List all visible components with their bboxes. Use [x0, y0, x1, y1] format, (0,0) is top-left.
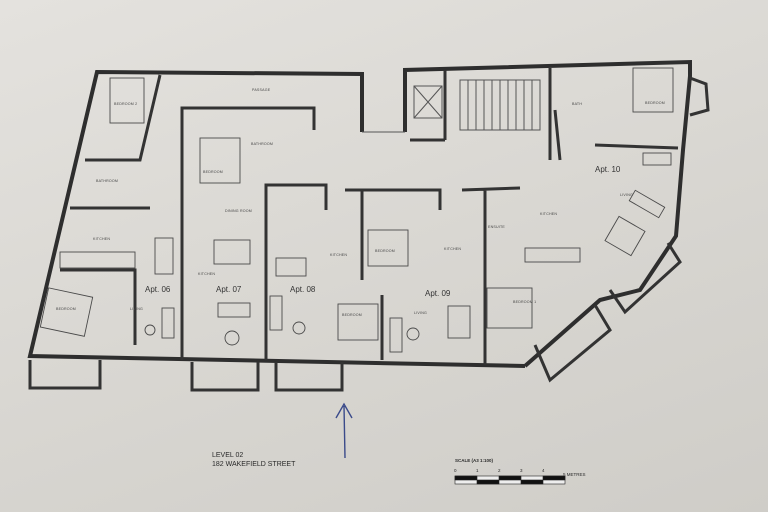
wall-apt09-10 [461, 186, 521, 365]
apartment-label-07: Apt. 07 [216, 285, 242, 294]
room-label-bathroom: BATHROOM [251, 142, 273, 146]
room-label-bedroom: BEDROOM [203, 170, 223, 174]
scale-tick-1: 1 [476, 468, 479, 473]
balcony [608, 242, 682, 315]
stairs [459, 79, 541, 131]
room-label-kitchen: KITCHEN [198, 272, 215, 276]
level-label: LEVEL 02 [212, 452, 244, 459]
room-label-bedroom-1: BEDROOM 1 [513, 300, 536, 304]
scale-tick-5: 5 METRES [563, 472, 586, 477]
room-label-ensuite: ENSUITE [488, 225, 505, 229]
room-label-kitchen: KITCHEN [444, 247, 461, 251]
room-label-bedroom: BEDROOM [645, 101, 665, 105]
exterior-wall-west [27, 69, 526, 368]
room-label-kitchen: KITCHEN [540, 212, 557, 216]
wall-apt08-09 [345, 188, 442, 210]
balcony [190, 362, 260, 392]
apartment-label-09: Apt. 09 [425, 289, 451, 298]
balcony [533, 304, 612, 383]
bay-window [689, 76, 710, 117]
wall-apt10-bedroom [553, 109, 679, 161]
balcony [274, 362, 344, 392]
room-label-bedroom-2: BEDROOM 2 [114, 102, 137, 106]
scale-tick-2: 2 [498, 468, 501, 473]
lift-cross [413, 85, 443, 119]
hand-drawn-arrow [335, 402, 353, 459]
room-label-bedroom: BEDROOM [56, 307, 76, 311]
apartment-label-08: Apt. 08 [290, 285, 316, 294]
wall-apt07 [180, 106, 316, 360]
wall-apt09 [360, 190, 384, 360]
room-label-bedroom: BEDROOM [342, 313, 362, 317]
room-label-living: LIVING [414, 311, 427, 315]
room-label-bathroom: BATHROOM [96, 179, 118, 183]
apartment-label-10: Apt. 10 [595, 165, 621, 174]
apartment-label-06: Apt. 06 [145, 285, 171, 294]
address-label: 182 WAKEFIELD STREET [212, 461, 296, 468]
scale-label: SCALE (A3 1:100) [455, 458, 494, 463]
room-label-bedroom: BEDROOM [375, 249, 395, 253]
room-label-dining-room: DINING ROOM [225, 209, 252, 213]
room-label-living: LIVING [130, 307, 143, 311]
wall-apt08 [264, 183, 328, 360]
room-label-living: LIVING [620, 193, 633, 197]
scale-tick-0: 0 [454, 468, 457, 473]
furniture [39, 67, 674, 353]
room-label-kitchen: KITCHEN [93, 237, 110, 241]
room-label-passage: PASSAGE [252, 88, 271, 92]
lift [413, 85, 443, 119]
room-label-kitchen: KITCHEN [330, 253, 347, 257]
room-label-bath: BATH [572, 102, 582, 106]
balcony [28, 360, 102, 390]
scale-bar [454, 475, 566, 485]
wall-core [410, 68, 552, 160]
title-block: LEVEL 02 182 WAKEFIELD STREET [212, 451, 295, 469]
wall-apt06 [60, 74, 162, 345]
scale-tick-4: 4 [542, 468, 545, 473]
scale-tick-3: 3 [520, 468, 523, 473]
